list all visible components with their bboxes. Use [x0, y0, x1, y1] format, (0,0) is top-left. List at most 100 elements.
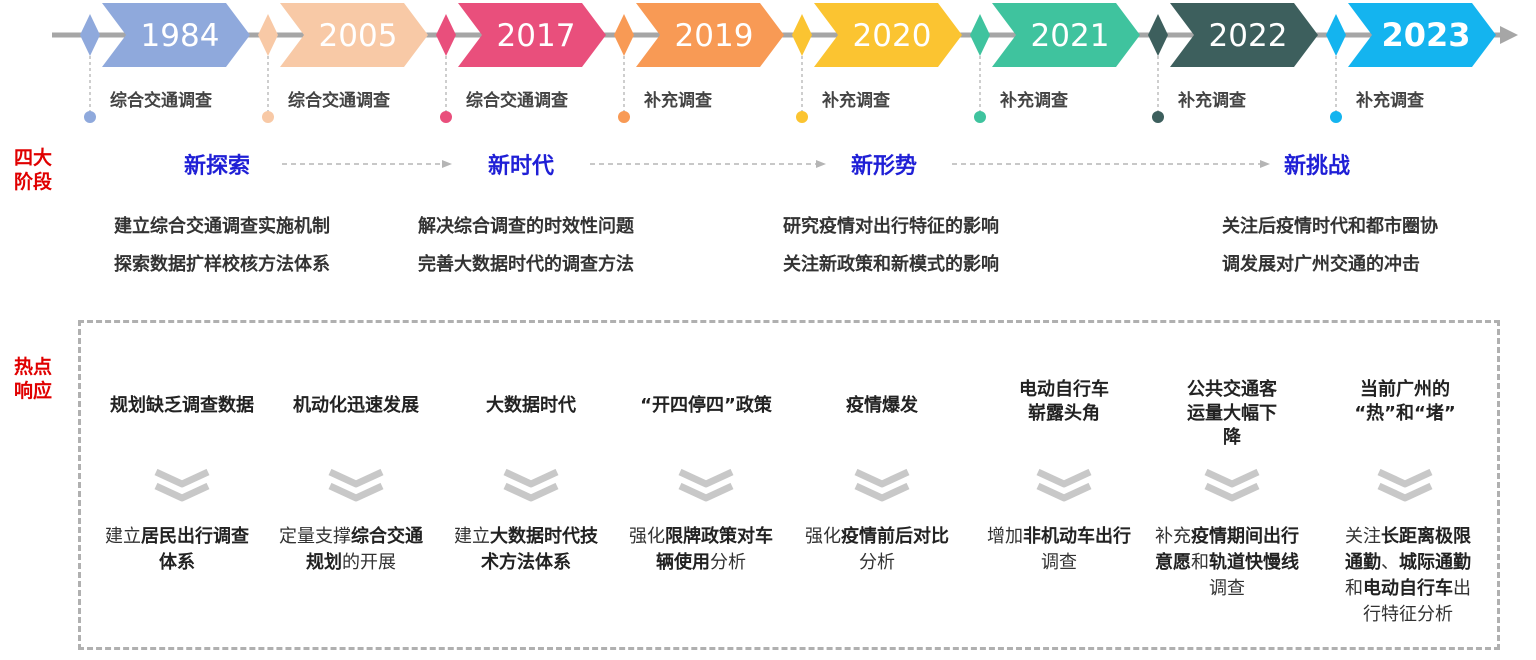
desc-text: 增加 [987, 526, 1023, 547]
timeline-diamond-2020 [792, 14, 812, 56]
phase-arrow-1 [282, 160, 452, 168]
hotspot-desc-3: 建立大数据时代技术方法体系 [446, 524, 606, 576]
double-chevron-down-icon [328, 468, 384, 502]
desc-emphasis: 长距离极限通勤 [1345, 526, 1471, 573]
double-chevron-down-icon [1036, 468, 1092, 502]
hotspot-title-3: 大数据时代 [446, 378, 616, 424]
hotspot-title-6: 电动自行车 崭露头角 [979, 378, 1149, 426]
double-chevron-down-icon [678, 468, 734, 502]
hotspot-desc-5: 强化疫情前后对比分析 [797, 524, 957, 576]
phase-desc-3: 研究疫情对出行特征的影响 关注新政策和新模式的影响 [783, 208, 999, 284]
desc-emphasis: 居民出行调查体系 [141, 526, 249, 573]
hotspot-title-5: 疫情爆发 [797, 378, 967, 424]
phase-desc-2-line1: 解决综合调查的时效性问题 [418, 216, 634, 237]
hotspot-title-text: “开四停四”政策 [640, 395, 772, 416]
timeline-diamond-2017 [436, 14, 456, 56]
desc-text: 补充 [1155, 526, 1191, 547]
hotspot-title-1: 规划缺乏调查数据 [97, 378, 267, 424]
desc-text: 的开展 [342, 552, 396, 573]
hotspot-desc-6: 增加非机动车出行调查 [979, 524, 1139, 576]
event-label-1984: 综合交通调查 [110, 91, 212, 111]
timeline-diamond-2005 [258, 14, 278, 56]
hot-label-line2: 响应 [14, 380, 53, 402]
phases-side-label: 四大 阶段 [14, 146, 52, 194]
timeline-dot-2020 [796, 111, 808, 123]
year-banner-1984 [102, 3, 250, 67]
timeline-diamond-2023 [1326, 14, 1346, 56]
desc-text: 定量支撑 [279, 526, 351, 547]
phase-arrow-2 [590, 160, 826, 168]
desc-text: 关注 [1345, 526, 1381, 547]
hotspot-title-text: 机动化迅速发展 [293, 395, 419, 416]
double-chevron-down-icon [503, 468, 559, 502]
year-banner-2022 [1170, 3, 1318, 67]
hotspot-desc-7: 补充疫情期间出行意愿和轨道快慢线调查 [1147, 524, 1307, 602]
hotspot-box [78, 320, 1500, 650]
double-chevron-down-icon [1204, 468, 1260, 502]
phase-desc-2: 解决综合调查的时效性问题 完善大数据时代的调查方法 [418, 208, 634, 284]
hotspot-desc-2: 定量支撑综合交通规划的开展 [271, 524, 431, 576]
phase-desc-4-line2: 调发展对广州交通的冲击 [1222, 254, 1420, 275]
desc-emphasis: 轨道快慢线 [1209, 552, 1299, 573]
phases-label-line1: 四大 [14, 147, 53, 169]
desc-emphasis: 大数据时代技术方法体系 [481, 526, 598, 573]
phase-desc-1-line2: 探索数据扩样校核方法体系 [114, 254, 330, 275]
double-chevron-down-icon [154, 468, 210, 502]
timeline-diamond-2019 [614, 14, 634, 56]
year-label-2021: 2021 [1031, 18, 1110, 54]
desc-text: 和 [1345, 578, 1363, 599]
desc-text: 和 [1191, 552, 1209, 573]
timeline-dot-2022 [1152, 111, 1164, 123]
timeline-dot-1984 [84, 111, 96, 123]
desc-text: 建立 [105, 526, 141, 547]
year-label-2020: 2020 [853, 18, 932, 54]
year-banner-2021 [992, 3, 1140, 67]
phase-desc-1: 建立综合交通调查实施机制 探索数据扩样校核方法体系 [114, 208, 330, 284]
hotspot-desc-1: 建立居民出行调查体系 [97, 524, 257, 576]
desc-text: 调查 [1209, 578, 1245, 599]
hotspot-title-4: “开四停四”政策 [621, 378, 791, 424]
timeline-dot-2021 [974, 111, 986, 123]
desc-text: 出行特征分析 [1363, 578, 1471, 625]
year-label-2019: 2019 [675, 18, 754, 54]
timeline-diamond-2021 [970, 14, 990, 56]
event-label-2021: 补充调查 [1000, 91, 1068, 111]
desc-emphasis: 电动自行车 [1363, 578, 1453, 599]
phase-desc-1-line1: 建立综合交通调查实施机制 [114, 216, 330, 237]
desc-emphasis: 限牌政策对车辆使用 [656, 526, 773, 573]
hotspot-title-8: 当前广州的 “热”和“堵” [1320, 378, 1490, 426]
phase-title-3: 新形势 [851, 154, 918, 179]
year-label-2022: 2022 [1209, 18, 1288, 54]
hotspot-title-text: 公共交通客 运量大幅下 降 [1187, 379, 1277, 448]
phases-label-line2: 阶段 [14, 171, 53, 193]
hot-label-line1: 热点 [14, 356, 53, 378]
phase-title-4: 新挑战 [1284, 154, 1351, 179]
hotspot-title-text: 电动自行车 崭露头角 [1019, 379, 1109, 424]
phase-title-1: 新探索 [184, 154, 251, 179]
event-label-2023: 补充调查 [1356, 91, 1424, 111]
hotspot-title-2: 机动化迅速发展 [271, 378, 441, 424]
desc-text: 建立 [454, 526, 490, 547]
phase-desc-4: 关注后疫情时代和都市圈协 调发展对广州交通的冲击 [1222, 208, 1438, 284]
double-chevron-down-icon [1377, 468, 1433, 502]
year-banner-2020 [814, 3, 962, 67]
hotspot-desc-4: 强化限牌政策对车辆使用分析 [621, 524, 781, 576]
desc-text: 强化 [629, 526, 665, 547]
year-banner-2017 [458, 3, 606, 67]
hotspot-title-text: 当前广州的 “热”和“堵” [1354, 379, 1456, 424]
hotspot-title-text: 规划缺乏调查数据 [110, 395, 254, 416]
desc-text: 强化 [805, 526, 841, 547]
hotspot-title-text: 疫情爆发 [846, 395, 918, 416]
timeline-arrowhead [1500, 26, 1518, 44]
event-label-2017: 综合交通调查 [466, 91, 568, 111]
hotspot-desc-8: 关注长距离极限通勤、城际通勤和电动自行车出行特征分析 [1343, 524, 1473, 628]
event-label-2005: 综合交通调查 [288, 91, 390, 111]
desc-text: 分析 [710, 552, 746, 573]
desc-emphasis: 疫情期间出行意愿 [1155, 526, 1299, 573]
phase-desc-3-line1: 研究疫情对出行特征的影响 [783, 216, 999, 237]
timeline-dot-2017 [440, 111, 452, 123]
year-label-1984: 1984 [141, 18, 220, 54]
year-banner-2019 [636, 3, 784, 67]
desc-text: 分析 [859, 552, 895, 573]
event-label-2022: 补充调查 [1178, 91, 1246, 111]
